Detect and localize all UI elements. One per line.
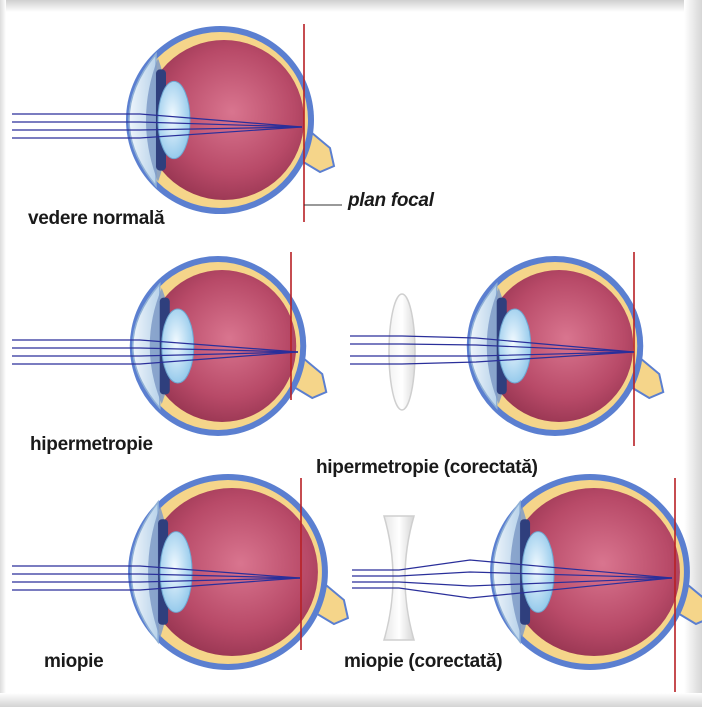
label-myopia: miopie [44,651,103,673]
crystalline-lens [160,532,192,613]
eye-normal [126,26,334,214]
eye-myopia [128,474,348,670]
crystalline-lens [162,309,194,383]
concave-lens [384,516,414,640]
eye-hyperopia [130,256,326,436]
label-hyperopia-corrected: hipermetropie (corectată) [316,457,538,479]
label-myopia-corrected: miopie (corectată) [344,651,502,673]
crystalline-lens [158,81,190,158]
label-hyperopia: hipermetropie [30,434,153,456]
eye-myopia-corrected [490,474,702,670]
label-focal-plane: plan focal [348,190,434,212]
crystalline-lens [522,532,554,613]
label-normal-vision: vedere normală [28,208,164,230]
convex-lens [389,294,415,410]
